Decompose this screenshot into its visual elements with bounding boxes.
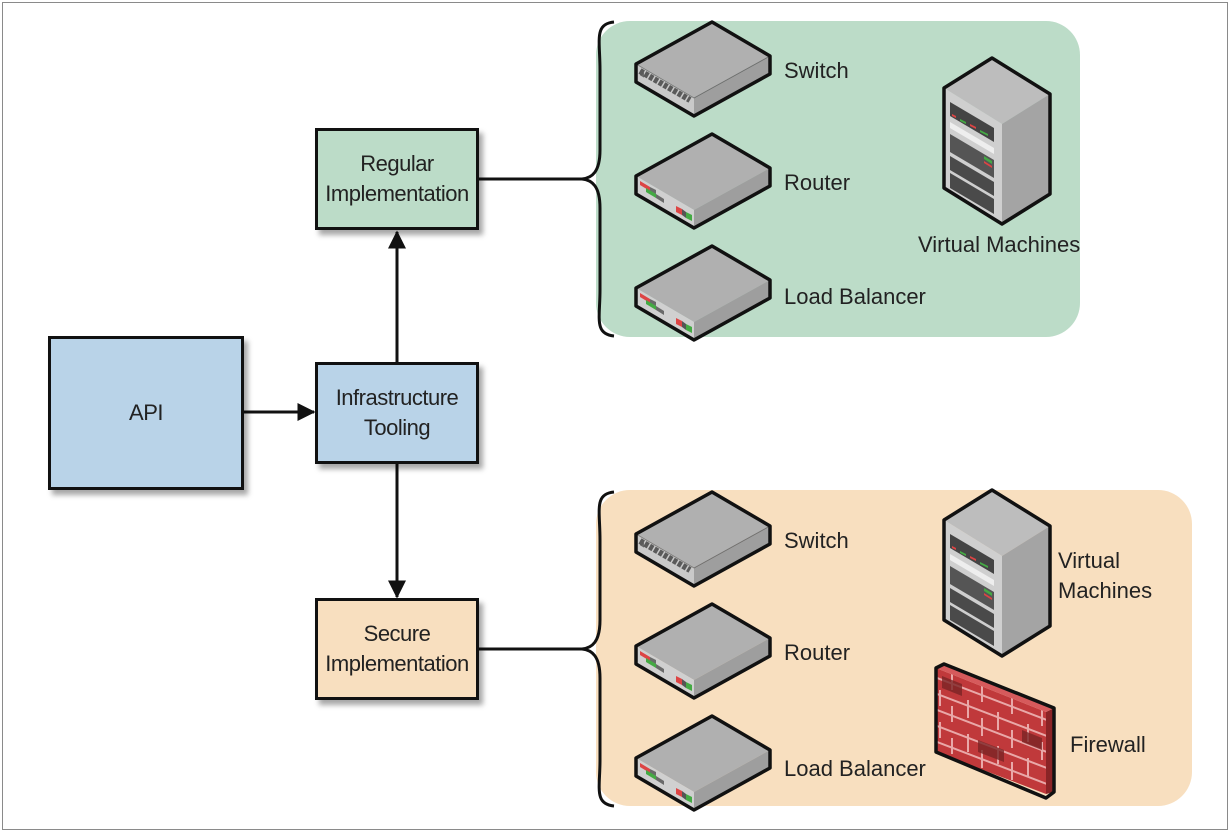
infrastructure-tooling-node: Infrastructure Tooling (315, 362, 479, 464)
router-icon (634, 602, 772, 700)
regular-router-label: Router (784, 170, 850, 195)
api-node: API (48, 336, 244, 490)
switch-icon (636, 22, 770, 116)
regular-label-line2: Implementation (325, 181, 469, 206)
secure-label-line2: Implementation (325, 651, 469, 676)
secure-label-line1: Secure (363, 621, 431, 646)
secure-load-balancer-label: Load Balancer (784, 756, 926, 781)
secure-router-label: Router (784, 640, 850, 665)
load-balancer-icon (634, 714, 772, 812)
regular-label-line1: Regular (360, 151, 434, 176)
secure-switch-label: Switch (784, 528, 849, 553)
regular-implementation-node: Regular Implementation (315, 128, 479, 230)
switch-icon (636, 492, 770, 586)
regular-switch-label: Switch (784, 58, 849, 83)
server-icon (942, 56, 1052, 226)
regular-load-balancer-label: Load Balancer (784, 284, 926, 309)
firewall-icon (932, 664, 1054, 802)
api-node-label: API (129, 400, 163, 425)
regular-vm-label: Virtual Machines (918, 232, 1080, 257)
server-icon (942, 488, 1052, 658)
firewall-label: Firewall (1070, 732, 1146, 757)
secure-vm-label-line1: Virtual (1058, 548, 1120, 573)
router-icon (634, 132, 772, 230)
tooling-label-line1: Infrastructure (335, 385, 459, 410)
regular-group-brace (581, 20, 615, 338)
secure-implementation-node: Secure Implementation (315, 598, 479, 700)
tooling-label-line2: Tooling (363, 415, 431, 440)
load-balancer-icon (634, 244, 772, 342)
secure-vm-label-line2: Machines (1058, 578, 1152, 603)
secure-group-brace (581, 490, 615, 808)
